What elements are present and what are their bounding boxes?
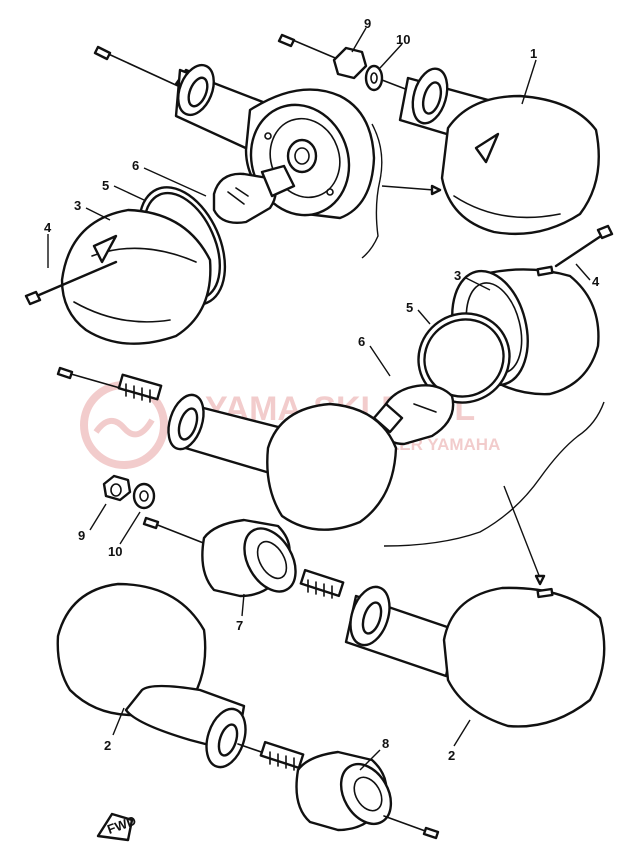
callout-4-top: 4 [44, 220, 52, 235]
bottom-right-stem-assembly [142, 516, 606, 728]
callout-2-right: 2 [448, 748, 455, 763]
lens-cover-top-left [60, 208, 212, 345]
callout-3-middle: 3 [454, 268, 461, 283]
callout-8: 8 [382, 736, 389, 751]
callout-10-top: 10 [396, 32, 410, 47]
bulb-top [212, 164, 296, 224]
top-left-stem-assembly [93, 45, 270, 152]
callout-2-left: 2 [104, 738, 111, 753]
bottom-left-stem-assembly [56, 582, 305, 771]
callout-4-middle: 4 [592, 274, 600, 289]
callout-6-middle: 6 [358, 334, 365, 349]
assembly-bracket-middle [383, 401, 605, 547]
lens-top-right [440, 94, 600, 236]
front-marker: FWD [96, 813, 138, 842]
watermark-logo-wave [93, 418, 155, 438]
callout-5-middle: 5 [406, 300, 413, 315]
callout-9-bottom: 9 [78, 528, 85, 543]
cable-clamp-bottom [295, 750, 440, 840]
callout-9-top: 9 [364, 16, 371, 31]
callout-6-top: 6 [132, 158, 139, 173]
callout-labels: 1 2 2 3 3 4 4 5 5 6 6 7 8 9 9 10 10 [44, 16, 600, 763]
washer-bottom [132, 482, 156, 510]
turn-signal-middle [56, 366, 398, 531]
callout-10-bottom: 10 [108, 544, 122, 559]
assembly-bracket-top [361, 123, 383, 259]
nut-bottom [102, 474, 132, 502]
callout-leaders [47, 27, 591, 771]
callout-7: 7 [236, 618, 243, 633]
bulb-middle [372, 384, 455, 446]
callout-5-top: 5 [102, 178, 109, 193]
screw-top-left [24, 260, 118, 306]
callout-3-top: 3 [74, 198, 81, 213]
gasket-ring-middle [417, 312, 511, 404]
callout-1: 1 [530, 46, 537, 61]
middle-screw-right [554, 224, 614, 268]
